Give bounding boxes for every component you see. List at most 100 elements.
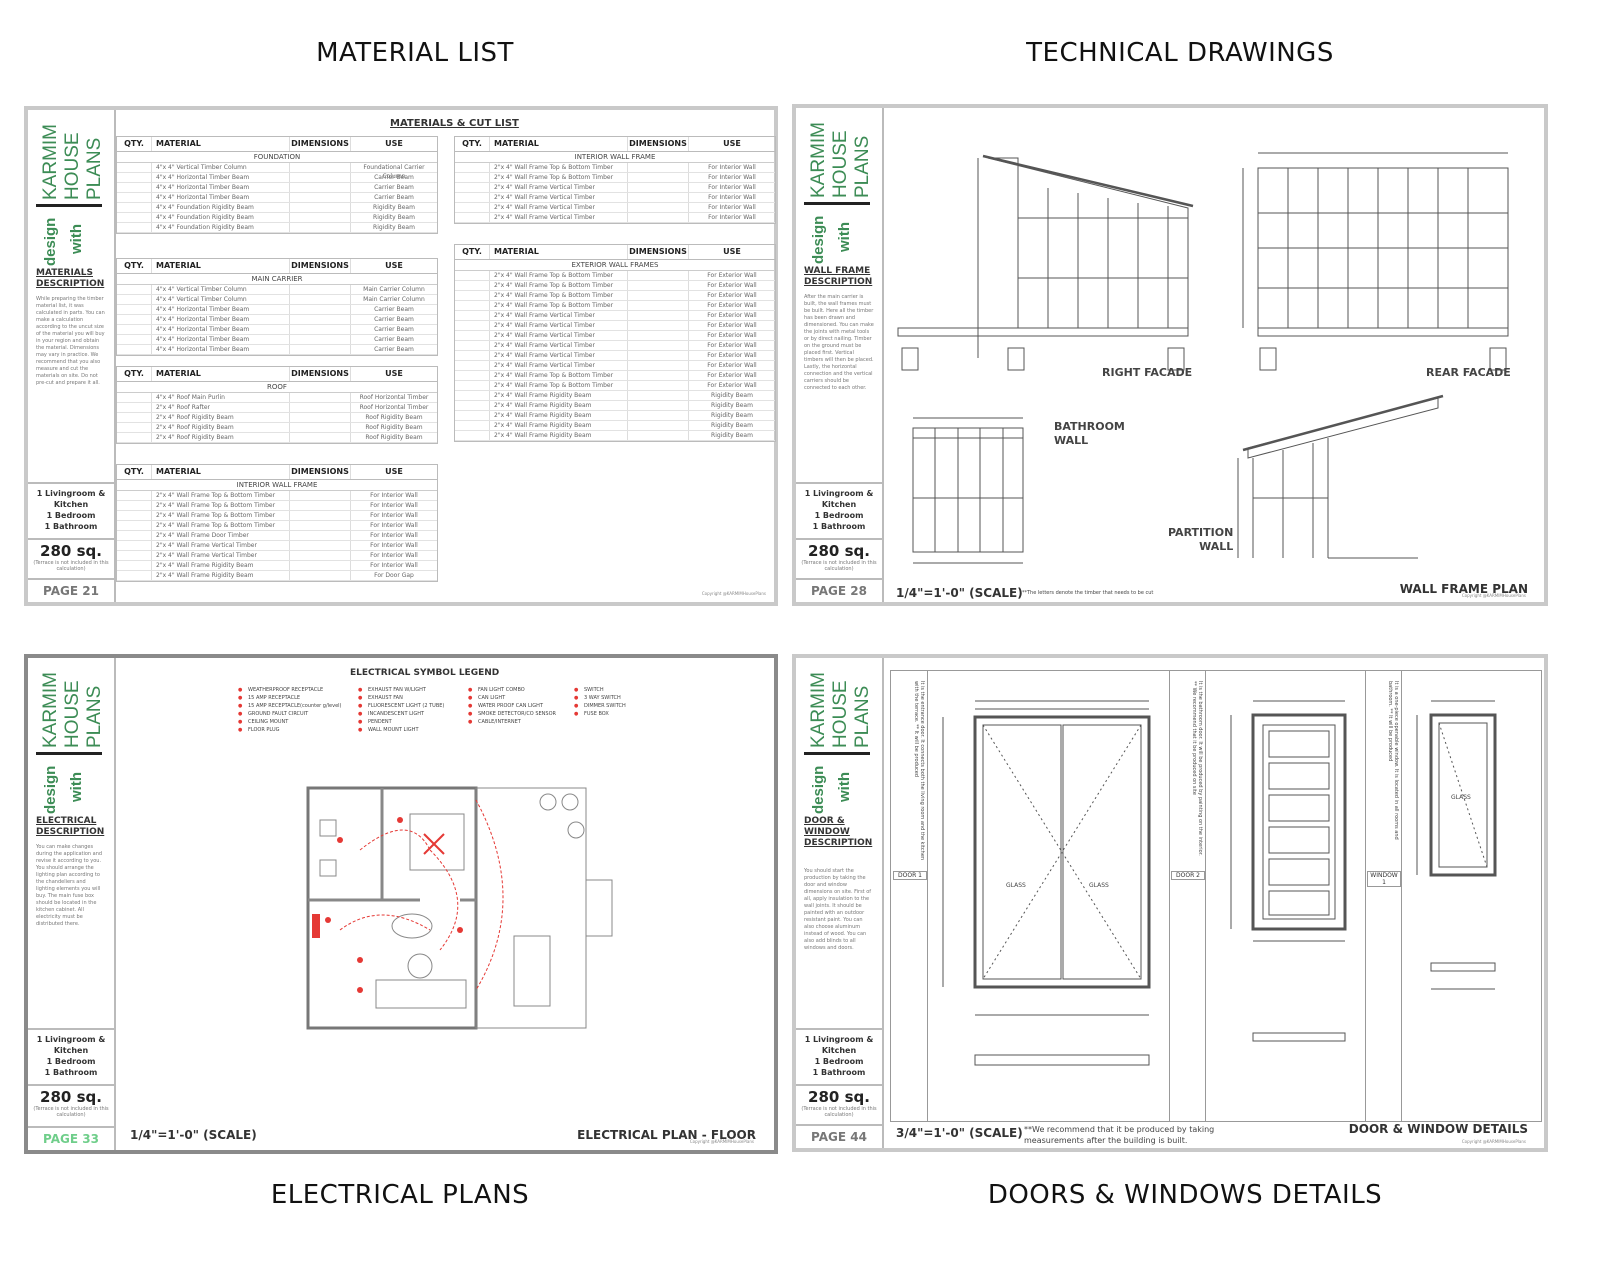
table-cell: For Interior Wall [708,194,756,201]
table-cell: 2"x 4" Roof Rigidity Beam [152,413,290,422]
brand-logo: KARMIM HOUSE PLANS design with [34,664,108,814]
legend-column-1: ●WEATHERPROOF RECEPTACLE●15 AMP RECEPTAC… [238,686,342,734]
wall-frame-drawings [897,152,1509,564]
legend-item: ●SWITCH [574,687,604,693]
legend-title: ELECTRICAL SYMBOL LEGEND [350,668,500,678]
table-cell: 2"x 4" Wall Frame Top & Bottom Timber [490,281,628,290]
table-cell [455,193,490,202]
legend-item: ●WALL MOUNT LIGHT [358,727,419,733]
table-cell [455,411,490,420]
table-cell: For Exterior Wall [707,362,757,369]
table-cell [290,413,351,422]
table-cell: Roof Horizontal Timber [359,404,429,411]
table-cell: 2"x 4" Wall Frame Vertical Timber [490,183,628,192]
table-cell [455,281,490,290]
table-cell [290,295,351,304]
table-cell [628,381,689,390]
table-cell: For Exterior Wall [707,272,757,279]
legend-symbol-icon: ● [358,703,363,709]
plan-title: WALL FRAME PLAN [1399,582,1528,596]
header-use: USE [723,247,741,256]
table-cell: For Interior Wall [370,522,418,529]
legend-symbol-icon: ● [238,727,243,733]
table-cell [117,223,152,232]
area-box: 280 sq. (Terrace is not included in this… [28,1084,114,1130]
door-window-drawings: GLASS GLASS GLASS [942,700,1497,1066]
page-number: PAGE 33 [28,1126,114,1150]
table-cell [628,301,689,310]
table-cell: For Interior Wall [708,164,756,171]
table-cell: Main Carrier Column [363,286,425,293]
legend-symbol-icon: ● [574,703,579,709]
table-cell [290,325,351,334]
table-cell: 2"x 4" Wall Frame Rigidity Beam [152,571,290,580]
sheet-wall-frame: KARMIM HOUSE PLANS design with WALL FRAM… [792,104,1548,606]
table-cell: For Exterior Wall [707,292,757,299]
header-material: MATERIAL [490,245,628,259]
table-cell [628,321,689,330]
table-cell: Carrier Beam [374,174,414,181]
table-cell [455,173,490,182]
table-cell: 4"x 4" Horizontal Timber Beam [152,193,290,202]
legend-symbol-icon: ● [238,695,243,701]
table-cell [117,541,152,550]
table-cell: 4"x 4" Foundation Rigidity Beam [152,223,290,232]
scale-label: 3/4"=1'-0" (SCALE) [896,1126,1023,1140]
table-cell [290,571,351,580]
table-cell [455,183,490,192]
table-cell: Carrier Beam [374,336,414,343]
sidebar: KARMIM HOUSE PLANS design with ELECTRICA… [28,658,116,1150]
header-material: MATERIAL [152,137,290,151]
legend-item: ●EXHAUST FAN [358,695,403,701]
table-cell: Rigidity Beam [711,392,753,399]
table-cell: 2"x 4" Roof Rigidity Beam [152,433,290,442]
table-cell: 2"x 4" Wall Frame Rigidity Beam [152,561,290,570]
table-cell: For Interior Wall [708,214,756,221]
table-cell: 2"x 4" Wall Frame Vertical Timber [490,351,628,360]
table-cell [117,393,152,402]
legend-symbol-icon: ● [238,719,243,725]
section-title: EXTERIOR WALL FRAMES [455,260,775,271]
table-cell [290,423,351,432]
label-rear-facade: REAR FACADE [1426,366,1511,379]
legend-item: ●WATER PROOF CAN LIGHT [468,703,543,709]
brand-logo: KARMIM HOUSE PLANS design with [802,664,876,814]
header-use: USE [385,139,403,148]
table-cell [290,223,351,232]
table-cell: 2"x 4" Wall Frame Vertical Timber [490,311,628,320]
table-cell [117,305,152,314]
room-summary: 1 Livingroom & Kitchen 1 Bedroom 1 Bathr… [28,482,114,536]
table-cell: Carrier Beam [374,346,414,353]
table-cell: 4"x 4" Horizontal Timber Beam [152,305,290,314]
table-cell [290,403,351,412]
bathroom-wall-frame [912,417,1024,564]
description-text: You can make changes during the applicat… [36,844,103,927]
rear-facade-frame [1242,152,1509,371]
table-cell: For Exterior Wall [707,372,757,379]
table-cell: 2"x 4" Wall Frame Vertical Timber [490,321,628,330]
section-title: MAIN CARRIER [117,274,437,285]
caption-electrical-plans: ELECTRICAL PLANS [270,1180,530,1210]
table-cell: 4"x 4" Vertical Timber Column [152,285,290,294]
table-cell [455,371,490,380]
